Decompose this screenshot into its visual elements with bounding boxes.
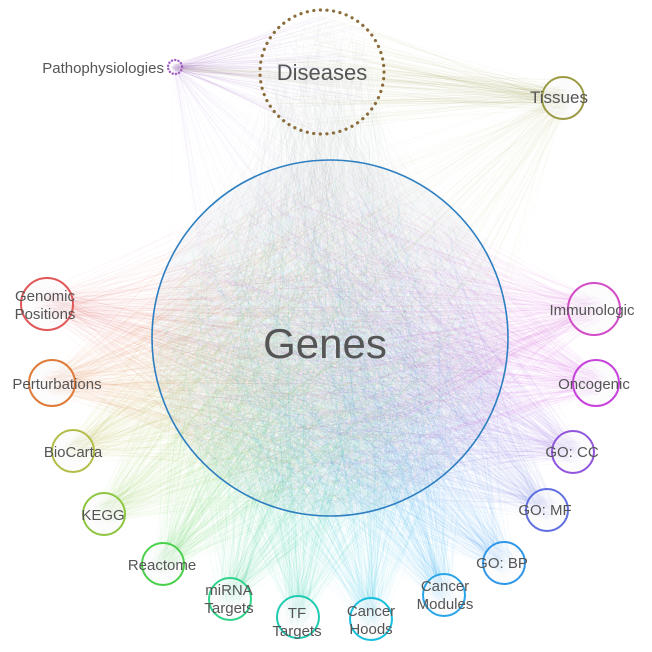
edge-bundle-pathophysiologies-to-diseases [171,14,374,135]
node-pathophysiologies[interactable] [166,58,184,76]
edge-bundle-perturbations-to-genes [39,168,482,503]
label-go-mf: GO: MF [518,502,571,519]
node-cancer-hoods[interactable] [349,597,393,641]
label-genes: Genes [263,320,387,367]
node-diseases[interactable] [258,8,386,136]
label-perturbations: Perturbations [12,376,101,393]
label-immunologic: Immunologic [549,302,635,319]
edge-bundle-kegg-to-genes [92,172,498,526]
node-immunologic[interactable] [567,282,621,336]
label-kegg: KEGG [81,507,124,524]
label-go-cc: GO: CC [545,444,599,461]
node-biocarta[interactable] [51,429,95,473]
edge-bundles [33,11,609,630]
edge-bundle-biocarta-to-genes [61,169,498,501]
node-go-cc[interactable] [551,430,595,474]
node-genes[interactable] [151,159,509,517]
edge-bundle-cancer-modules-to-genes [167,169,493,606]
node-perturbations[interactable] [28,359,76,407]
edge-bundle-tf-targets-to-genes [159,169,494,629]
label-reactome: Reactome [128,557,196,574]
edge-bundle-mirna-targets-to-genes [157,172,483,610]
node-go-bp[interactable] [482,541,526,585]
label-tissues: Tissues [530,88,588,107]
label-go-bp: GO: BP [476,555,528,572]
label-oncogenic: Oncogenic [558,376,630,393]
edge-bundle-go-bp-to-genes [162,170,516,575]
edge-bundle-pathophysiologies-to-genes [166,63,502,505]
edge-bundle-tissues-to-genes [158,87,575,506]
nodes-layer [20,8,621,641]
node-kegg[interactable] [82,492,126,536]
label-diseases: Diseases [277,60,367,85]
node-oncogenic[interactable] [572,359,620,407]
edge-bundle-diseases-to-genes [167,11,499,501]
node-tf-targets[interactable] [276,595,320,639]
edge-bundle-cancer-hoods-to-genes [162,176,503,630]
edge-bundle-go-cc-to-genes [160,170,585,494]
node-cancer-modules[interactable] [422,573,466,617]
label-biocarta: BioCarta [44,444,103,461]
edge-bundle-pathophysiologies-to-tissues [171,63,578,116]
label-pathophysiologies: Pathophysiologies [42,60,164,77]
edge-bundle-tissues-to-diseases [263,14,574,131]
node-mirna-targets[interactable] [208,577,252,621]
labels-layer: Genes Pathophysiologies DiseasesTissuesGen… [12,60,635,640]
edge-bundle-go-mf-to-genes [178,174,559,522]
node-reactome[interactable] [141,542,185,586]
node-go-mf[interactable] [525,488,569,532]
genes-base-wash [152,160,508,516]
edge-bundle-reactome-to-genes [151,174,503,576]
edge-bundle-oncogenic-to-genes [157,170,609,506]
node-genomic-positions[interactable] [20,277,74,331]
node-tissues[interactable] [541,76,585,120]
